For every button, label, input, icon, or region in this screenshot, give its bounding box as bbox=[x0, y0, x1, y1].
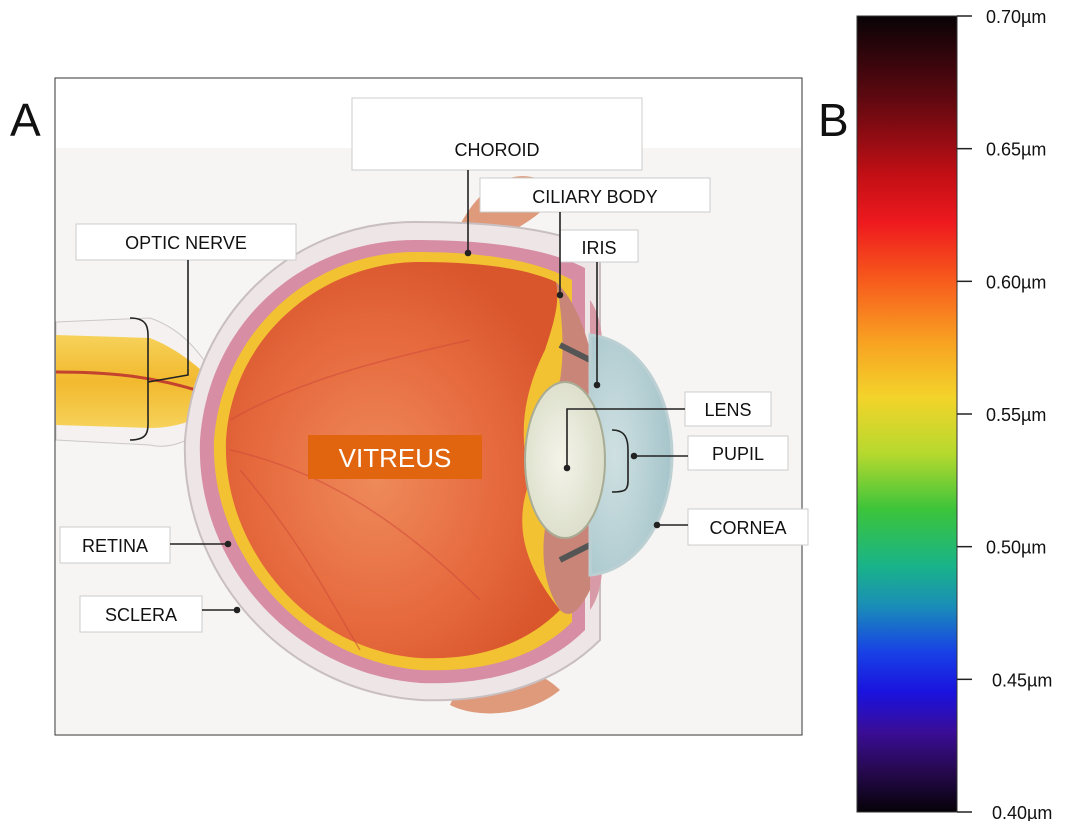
label-pupil: PUPIL bbox=[688, 436, 788, 470]
svg-text:CHOROID: CHOROID bbox=[455, 140, 540, 160]
label-ciliary-body: CILIARY BODY bbox=[480, 178, 710, 212]
label-sclera: SCLERA bbox=[80, 596, 202, 632]
leader-dot-pupil bbox=[632, 454, 637, 459]
leader-dot-sclera bbox=[235, 608, 240, 613]
svg-text:PUPIL: PUPIL bbox=[712, 444, 764, 464]
leader-dot-lens bbox=[565, 466, 570, 471]
label-optic-nerve: OPTIC NERVE bbox=[76, 224, 296, 260]
lens-shape bbox=[525, 382, 605, 538]
colorbar-tick-label: 0.55µm bbox=[986, 405, 1046, 425]
leader-dot-ciliary-body bbox=[558, 293, 563, 298]
leader-dot-retina bbox=[226, 542, 231, 547]
leader-dot-iris bbox=[595, 383, 600, 388]
label-cornea: CORNEA bbox=[688, 509, 808, 545]
svg-text:RETINA: RETINA bbox=[82, 536, 148, 556]
leader-dot-choroid bbox=[466, 251, 471, 256]
svg-text:VITREUS: VITREUS bbox=[339, 443, 452, 473]
leader-dot-cornea bbox=[655, 523, 660, 528]
label-retina: RETINA bbox=[60, 527, 170, 563]
label-iris: IRIS bbox=[560, 230, 638, 262]
colorbar-tick-label: 0.40µm bbox=[992, 803, 1052, 821]
svg-text:OPTIC NERVE: OPTIC NERVE bbox=[125, 233, 247, 253]
colorbar-tick-label: 0.45µm bbox=[992, 670, 1052, 690]
colorbar-tick-label: 0.60µm bbox=[986, 272, 1046, 292]
svg-text:SCLERA: SCLERA bbox=[105, 605, 177, 625]
label-lens: LENS bbox=[685, 392, 771, 426]
wavelength-colorbar bbox=[857, 16, 957, 812]
colorbar-tick-label: 0.70µm bbox=[986, 7, 1046, 27]
colorbar-ticks: 0.70µm 0.65µm 0.60µm 0.55µm 0.50µm 0.45µm 0.40… bbox=[957, 7, 1052, 821]
svg-text:LENS: LENS bbox=[704, 400, 751, 420]
colorbar-tick-label: 0.65µm bbox=[986, 140, 1046, 160]
svg-text:CILIARY BODY: CILIARY BODY bbox=[532, 187, 657, 207]
svg-text:IRIS: IRIS bbox=[581, 238, 616, 258]
colorbar-tick-label: 0.50µm bbox=[986, 538, 1046, 558]
label-choroid: CHOROID bbox=[352, 98, 642, 170]
svg-text:CORNEA: CORNEA bbox=[709, 518, 786, 538]
label-vitreus: VITREUS bbox=[308, 435, 482, 479]
